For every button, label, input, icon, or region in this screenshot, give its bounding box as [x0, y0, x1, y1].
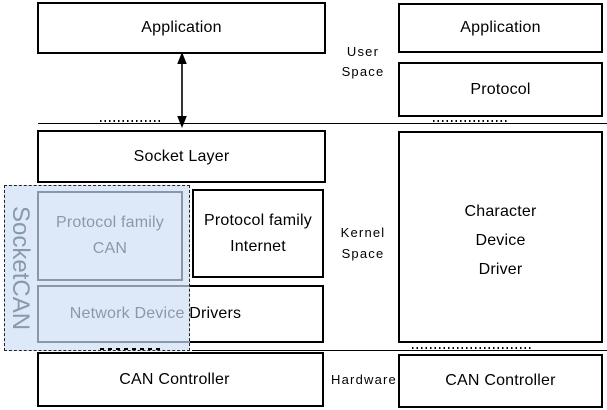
application-box-left: Application	[37, 2, 326, 54]
user-space-label: User Space	[341, 44, 385, 79]
socketcan-label: SocketCAN	[7, 205, 34, 331]
user-kernel-divider-dotted-right	[433, 120, 508, 122]
application-label-right: Application	[460, 19, 541, 36]
kernel-hardware-divider-dotted	[412, 347, 532, 349]
socketcan-overlay-region	[4, 185, 190, 351]
can-controller-box-left: CAN Controller	[37, 352, 324, 407]
character-device-driver-label-line1: Character	[464, 203, 537, 220]
protocol-label: Protocol	[470, 80, 531, 98]
hardware-label: Hardware	[331, 372, 397, 387]
protocol-family-internet-label-line2: Internet	[230, 237, 286, 255]
kernel-space-label: Kernel Space	[340, 225, 386, 261]
can-controller-label-right: CAN Controller	[445, 372, 556, 389]
character-device-driver-label-line3: Driver	[478, 261, 523, 278]
application-label: Application	[141, 19, 222, 36]
user-kernel-divider	[38, 122, 607, 124]
character-device-driver-label-line2: Device	[475, 232, 526, 249]
socket-layer-label: Socket Layer	[133, 147, 230, 165]
socket-layer-box: Socket Layer	[37, 130, 326, 183]
can-controller-label-left: CAN Controller	[119, 370, 230, 388]
protocol-family-internet-box: Protocol family Internet	[192, 189, 324, 278]
kernel-hardware-divider-dashes	[100, 348, 160, 350]
character-device-driver-box: Character Device Driver	[398, 131, 603, 343]
protocol-family-internet-label-line1: Protocol family	[204, 211, 312, 229]
protocol-box: Protocol	[398, 62, 603, 117]
application-box-right: Application	[398, 3, 603, 53]
kernel-hardware-divider	[192, 349, 607, 351]
user-kernel-divider-dotted-left	[100, 120, 163, 122]
can-controller-box-right: CAN Controller	[398, 354, 603, 408]
bidirectional-arrow-icon	[177, 52, 187, 128]
